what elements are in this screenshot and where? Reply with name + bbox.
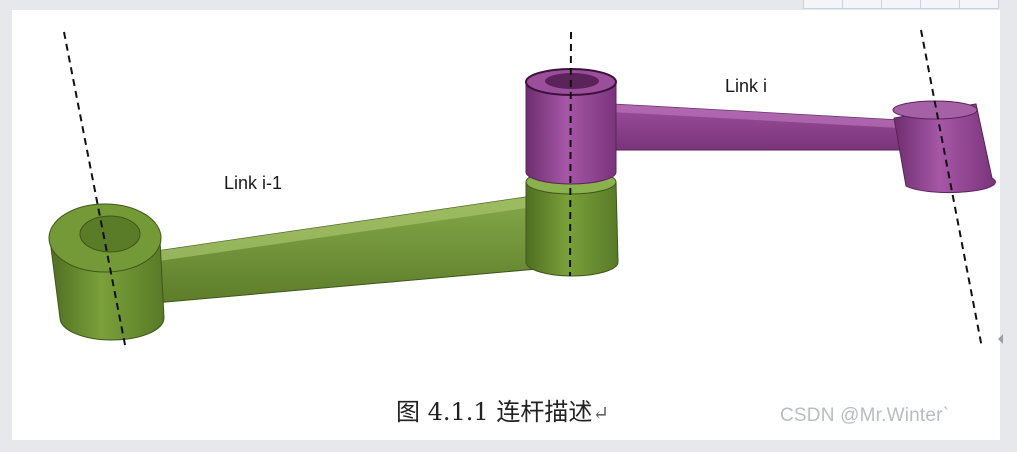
axis-middle	[569, 31, 572, 277]
link-prev-body	[48, 169, 619, 341]
link-next-label: Link i	[725, 76, 768, 96]
watermark: CSDN @Mr.Winter`	[780, 405, 950, 426]
top-strip	[0, 0, 1017, 10]
axis-left	[63, 31, 127, 351]
figure-caption: 图 4.1.1 连杆描述↵	[396, 392, 609, 427]
link-prev-label: Link i-1	[224, 173, 283, 193]
joint-axes	[63, 29, 983, 351]
scroll-caret-icon[interactable]	[998, 334, 1003, 344]
axis-right	[920, 29, 983, 349]
caption-text: 图 4.1.1 连杆描述	[396, 398, 593, 426]
paragraph-return-icon: ↵	[592, 401, 610, 425]
toolbar-cell[interactable]	[959, 0, 999, 9]
toolbar-cells	[803, 0, 999, 9]
